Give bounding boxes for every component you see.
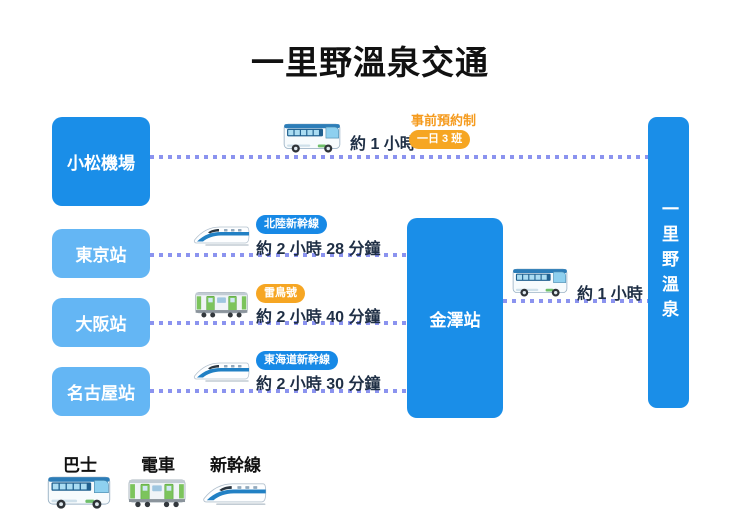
bus-icon: [47, 474, 111, 510]
bus-icon: [283, 121, 341, 154]
shinkansen-icon: [200, 480, 268, 508]
station-label-kanazawa: 金澤站: [429, 310, 481, 330]
duration-komatsu-bus: 約 1 小時: [350, 136, 416, 153]
destination-label: 一里野溫泉: [659, 200, 678, 325]
train-icon: [127, 477, 187, 508]
route-line-komatsu-to-onsen: [150, 155, 648, 159]
station-box-komatsu-airport: 小松機場: [52, 117, 150, 206]
station-label-osaka: 大阪站: [75, 315, 127, 334]
station-label-tokyo: 東京站: [75, 246, 127, 265]
station-box-tokyo: 東京站: [52, 229, 150, 278]
reservation-note: 事前預約制: [411, 113, 477, 128]
destination-box-ichirino-onsen: 一里野溫泉: [648, 117, 689, 408]
duration-osaka: 約 2 小時 40 分鐘: [256, 309, 381, 326]
duration-nagoya: 約 2 小時 30 分鐘: [256, 376, 381, 393]
legend-label-train: 電車: [141, 456, 175, 475]
route-line-nagoya-to-kanazawa: [150, 389, 407, 393]
station-box-nagoya: 名古屋站: [52, 367, 150, 416]
duration-tokyo: 約 2 小時 28 分鐘: [256, 241, 381, 258]
line-badge-thunderbird: 雷鳥號: [256, 284, 305, 303]
line-badge-hokuriku-shinkansen: 北陸新幹線: [256, 215, 327, 234]
train-icon: [194, 289, 249, 319]
page-title: 一里野溫泉交通: [251, 44, 489, 81]
station-label-nagoya: 名古屋站: [67, 384, 135, 403]
bus-icon: [512, 266, 568, 298]
legend-label-bus: 巴士: [63, 456, 97, 475]
station-box-kanazawa: 金澤站: [407, 218, 503, 418]
station-label-komatsu: 小松機場: [67, 154, 135, 173]
shinkansen-icon: [191, 223, 251, 249]
legend-label-shinkansen: 新幹線: [210, 456, 261, 475]
shinkansen-icon: [191, 359, 251, 385]
route-line-osaka-to-kanazawa: [150, 321, 407, 325]
route-line-tokyo-to-kanazawa: [150, 253, 407, 257]
duration-kanazawa-bus: 約 1 小時: [577, 286, 643, 303]
line-badge-tokaido-shinkansen: 東海道新幹線: [256, 351, 338, 370]
frequency-badge: 一日 3 班: [409, 130, 471, 149]
station-box-osaka: 大阪站: [52, 298, 150, 347]
route-line-kanazawa-to-onsen: [503, 299, 648, 303]
